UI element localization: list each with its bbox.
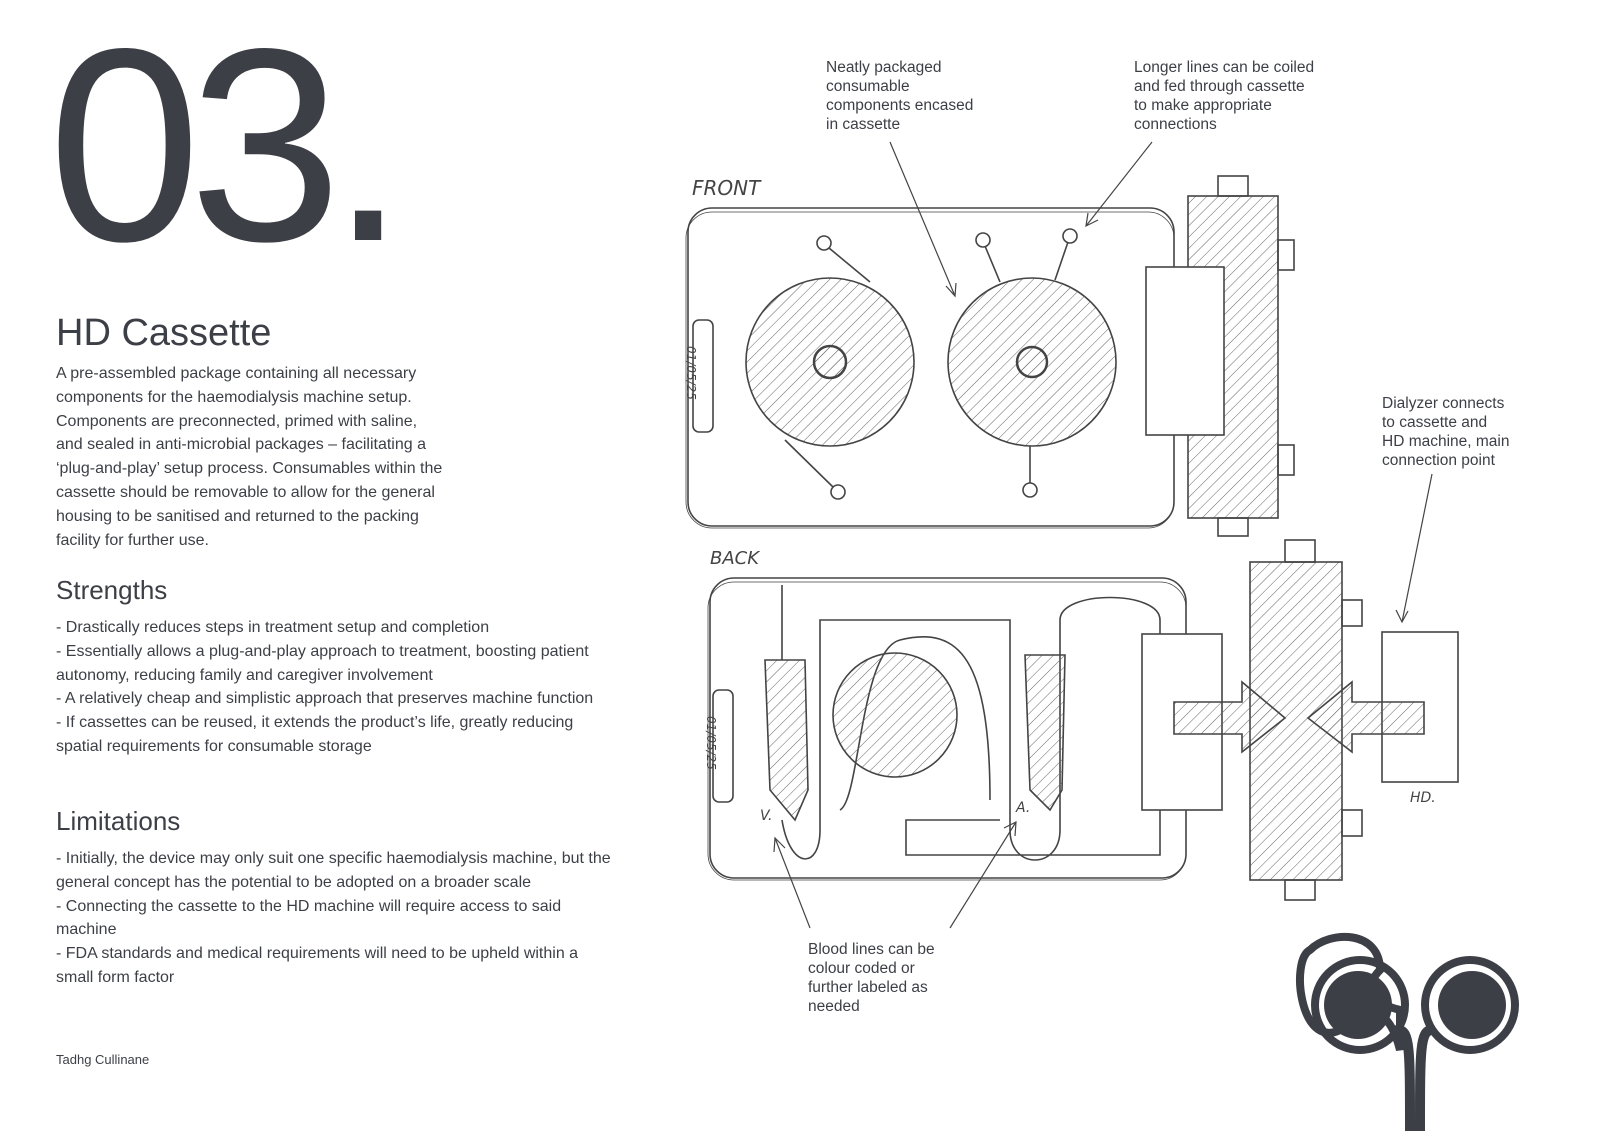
annotation-line: Blood lines can be: [808, 941, 935, 958]
annotation-line: in cassette: [826, 116, 901, 133]
page-title: HD Cassette: [56, 312, 272, 354]
strengths-heading: Strengths: [56, 575, 168, 605]
list-item: - Drastically reduces steps in treatment…: [56, 619, 490, 636]
list-item: - Initially, the device may only suit on…: [56, 850, 611, 891]
description-line: cassette should be removable to allow fo…: [56, 483, 435, 501]
date-front: 01/05/25: [683, 346, 698, 400]
annotation-line: components encased: [826, 97, 974, 114]
front-view: [685, 175, 1295, 537]
annotation-line: connection point: [1382, 452, 1495, 469]
date-back: 01/05/25: [703, 716, 718, 770]
annotation-arrows: [773, 141, 1433, 929]
annotation-line: Dialyzer connects: [1382, 395, 1505, 412]
description-line: and sealed in anti-microbial packages – …: [56, 436, 426, 454]
description-line: Components are preconnected, primed with…: [56, 412, 418, 430]
list-item: - Connecting the cassette to the HD mach…: [56, 897, 562, 939]
annotation-line: colour coded or: [808, 960, 915, 977]
annotation-line: and fed through cassette: [1134, 78, 1305, 95]
list-item: - If cassettes can be reused, it extends…: [56, 714, 574, 755]
annotation-line: further labeled as: [808, 979, 928, 996]
strengths-list: - Drastically reduces steps in treatment…: [56, 616, 612, 759]
description: A pre-assembled package containing all n…: [56, 362, 496, 552]
annotation-dialyzer: Dialyzer connects to cassette and HD mac…: [1382, 394, 1510, 470]
annotation-coiled: Longer lines can be coiled and fed throu…: [1134, 58, 1314, 134]
back-label: BACK: [710, 548, 760, 569]
kidney-logo-icon: [1296, 933, 1519, 1131]
list-item: - FDA standards and medical requirements…: [56, 945, 579, 986]
annotation-line: HD machine, main: [1382, 433, 1510, 450]
page-number: 03.: [48, 0, 406, 299]
front-label: FRONT: [692, 176, 761, 200]
description-line: facility for further use.: [56, 531, 209, 549]
annotation-line: consumable: [826, 78, 910, 95]
annotation-bloodlines: Blood lines can be colour coded or furth…: [808, 940, 935, 1016]
annotation-line: connections: [1134, 116, 1217, 133]
limitations-list: - Initially, the device may only suit on…: [56, 847, 612, 990]
arterial-label: A.: [1016, 800, 1031, 816]
venous-label: V.: [760, 808, 773, 824]
limitations-heading: Limitations: [56, 806, 181, 836]
annotation-line: needed: [808, 998, 860, 1015]
description-line: ‘plug-and-play’ setup process. Consumabl…: [56, 460, 443, 478]
list-item: - A relatively cheap and simplistic appr…: [56, 690, 594, 708]
annotation-line: Neatly packaged: [826, 59, 942, 76]
list-item: - Essentially allows a plug-and-play app…: [56, 642, 589, 684]
annotation-packaged: Neatly packaged consumable components en…: [826, 58, 973, 134]
annotation-line: to make appropriate: [1134, 97, 1272, 114]
author: Tadhg Cullinane: [56, 1052, 150, 1067]
description-line: housing to be sanitised and returned to …: [56, 507, 419, 525]
description-line: components for the haemodialysis machine…: [56, 388, 412, 406]
description-line: A pre-assembled package containing all n…: [56, 365, 417, 382]
back-view: [707, 539, 1459, 901]
annotation-line: to cassette and: [1382, 414, 1488, 431]
annotation-line: Longer lines can be coiled: [1134, 59, 1315, 76]
hd-label: HD.: [1410, 790, 1436, 806]
